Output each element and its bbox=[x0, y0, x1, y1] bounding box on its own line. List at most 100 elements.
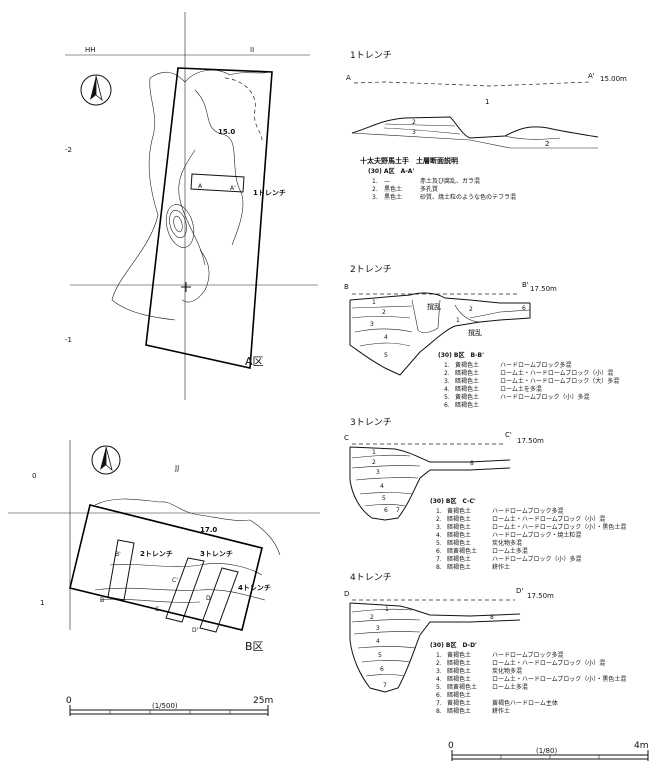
contour-line bbox=[181, 249, 210, 303]
legend-soil: 黒色土 bbox=[384, 185, 402, 193]
trench-2-title: 2トレンチ bbox=[350, 264, 392, 275]
layer-boundary bbox=[364, 504, 406, 507]
layer-label: 1 bbox=[372, 449, 376, 456]
legend-soil: 暗褐色土 bbox=[447, 563, 471, 571]
layer-label: 6 bbox=[380, 666, 384, 673]
legend-num: 6. bbox=[436, 692, 442, 699]
grid-label-minus2: -2 bbox=[65, 146, 72, 154]
legend-desc: 耕作土 bbox=[492, 707, 510, 715]
area-b-label: B区 bbox=[245, 640, 264, 653]
layer-label: 5 bbox=[378, 652, 382, 659]
legend-soil: 暗褐色土 bbox=[447, 531, 471, 539]
layer-label: 4 bbox=[384, 334, 388, 341]
layer-boundary bbox=[365, 674, 405, 677]
contour-line bbox=[109, 563, 263, 576]
trench-2-outline bbox=[107, 539, 135, 601]
legend-rows-a: 1. — 赤土及び腐乱、ガラ混 2. 黒色土 多孔質 3. 黒色土 砂質、焼土粒… bbox=[372, 177, 516, 201]
section-b-left-label: B bbox=[344, 283, 349, 291]
disturbance-outline bbox=[411, 299, 441, 333]
north-arrow-icon bbox=[80, 74, 112, 106]
legend-desc: 砂質、焼土粒のような色のテフラ混 bbox=[420, 193, 516, 201]
legend-soil: 黄褐色土 bbox=[447, 699, 471, 707]
legend-soil: 暗褐色土 bbox=[447, 691, 471, 699]
legend-num: 3. bbox=[436, 524, 442, 531]
scale-start: 0 bbox=[448, 741, 454, 751]
contour-line-dashed bbox=[224, 77, 263, 141]
layer-label: 1 bbox=[372, 299, 376, 306]
legend-desc: ローム土多混 bbox=[492, 683, 528, 691]
scale-bar-plan: 0 (1/500) 25m bbox=[66, 696, 273, 716]
layer-boundary bbox=[351, 619, 421, 623]
mound-contour bbox=[169, 210, 187, 238]
legend-soil: 暗黄褐色土 bbox=[447, 683, 477, 691]
layer-label: 1 bbox=[485, 98, 489, 106]
legend-num: 3. bbox=[444, 378, 450, 385]
elevation-label: 17.50m bbox=[517, 437, 544, 445]
legend-desc: ローム土・ハードロームブロック（小）・黒色土混 bbox=[492, 675, 626, 683]
section-b-right-label: B' bbox=[522, 281, 529, 289]
legend-soil: 暗褐色土 bbox=[455, 369, 479, 377]
legend-rows-c: 1. 黄褐色土 ハードロームブロック多混 2. 暗褐色土 ローム土・ハードローム… bbox=[436, 507, 626, 571]
layer-boundary bbox=[351, 305, 413, 309]
legend-title: 十太夫野馬土手 土層断面説明 bbox=[360, 156, 458, 165]
layer-label: 6 bbox=[522, 305, 526, 312]
point-b-prime-label: B' bbox=[115, 551, 121, 558]
north-arrow-icon bbox=[91, 445, 121, 475]
legend-desc: ローム土・ハードロームブロック（小）・黒色土混 bbox=[492, 523, 626, 531]
legend-num: 2. bbox=[372, 186, 378, 193]
legend-soil: 黄褐色土 bbox=[455, 361, 479, 369]
legend-num: 8. bbox=[436, 564, 442, 571]
legend-num: 5. bbox=[436, 684, 442, 691]
legend-num: 7. bbox=[436, 556, 442, 563]
layer-label: 3 bbox=[370, 321, 374, 328]
layer-label: 6 bbox=[384, 507, 388, 514]
layer-label: 8 bbox=[470, 460, 474, 467]
point-c-prime-label: C' bbox=[172, 577, 178, 584]
legend-desc: 黄褐色ハードローム主体 bbox=[492, 699, 558, 707]
legend-desc: ローム土・ハードロームブロック（大）多混 bbox=[500, 377, 619, 385]
legend-num: 1. bbox=[444, 362, 450, 369]
legend-soil: 黒色土 bbox=[384, 193, 402, 201]
legend-num: 4. bbox=[436, 676, 442, 683]
section-datum-line bbox=[353, 81, 591, 87]
layer-boundary bbox=[361, 660, 411, 663]
layer-boundary bbox=[353, 631, 421, 635]
layer-boundary bbox=[454, 304, 481, 323]
legend-num: 6. bbox=[444, 402, 450, 409]
disturbance-label: 撹乱 bbox=[427, 302, 441, 311]
layer-label: 2 bbox=[469, 306, 473, 313]
legend-num: 4. bbox=[444, 386, 450, 393]
legend-soil: 暗褐色土 bbox=[455, 401, 479, 409]
trench-1-outline bbox=[190, 173, 245, 193]
legend-num: 2. bbox=[436, 516, 442, 523]
scale-end: 4m bbox=[634, 741, 649, 751]
legend-soil: 暗褐色土 bbox=[447, 515, 471, 523]
layer-label: 5 bbox=[382, 495, 386, 502]
contour-line bbox=[194, 89, 244, 246]
section-c-left-label: C bbox=[344, 434, 349, 442]
layer-label: 7 bbox=[383, 682, 387, 689]
scale-ratio: (1/500) bbox=[152, 702, 178, 710]
layer-boundary bbox=[354, 328, 413, 333]
legend-soil: — bbox=[384, 178, 390, 185]
section-a-left-label: A bbox=[346, 74, 351, 82]
legend-subtitle: (30) B区 D-D' bbox=[430, 641, 477, 649]
layer-label: 3 bbox=[376, 625, 380, 632]
legend-num: 3. bbox=[436, 668, 442, 675]
legend-num: 8. bbox=[436, 708, 442, 715]
contour-line bbox=[94, 587, 266, 601]
legend-num: 1. bbox=[436, 652, 442, 659]
trench-3-section: 3トレンチ C C' 17.50m 1 2 3 4 5 6 7 8 (30) B… bbox=[344, 417, 626, 571]
legend-desc: ローム土・ハードロームブロック（小）混 bbox=[500, 369, 613, 377]
layer-boundary bbox=[351, 316, 411, 319]
ground-surface bbox=[351, 116, 599, 139]
legend-desc: ハードロームブロック（小）多混 bbox=[500, 393, 589, 401]
grid-label-jj: JJ bbox=[174, 464, 179, 472]
point-b-label: B bbox=[100, 597, 104, 604]
layer-label: 3 bbox=[412, 129, 416, 136]
legend-desc: ローム土多混 bbox=[492, 547, 528, 555]
legend-num: 3. bbox=[372, 194, 378, 201]
trench-3-outline bbox=[165, 557, 205, 623]
legend-soil: 暗黄褐色土 bbox=[447, 547, 477, 555]
scale-start: 0 bbox=[66, 696, 72, 706]
